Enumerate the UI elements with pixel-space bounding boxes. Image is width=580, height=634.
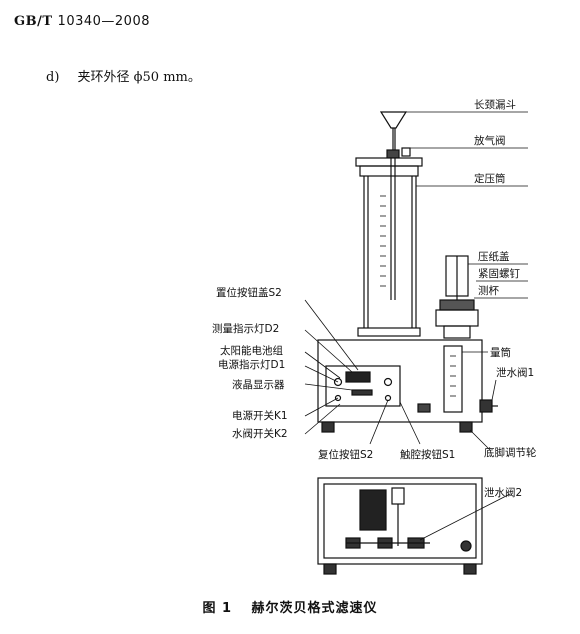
- label-water-switch: 水阀开关K2: [232, 427, 288, 440]
- label-foot-adjuster: 底脚调节轮: [484, 446, 537, 459]
- label-vent-valve: 放气阀: [474, 134, 506, 147]
- label-reset-button: 复位按钮S2: [318, 448, 373, 461]
- lower-cabinet-drawing: [317, 477, 483, 575]
- list-item-d: d) 夹环外径 ϕ50 mm。: [46, 66, 201, 85]
- leader-lines: [304, 111, 528, 541]
- figure-title: 赫尔茨贝格式滤速仪: [251, 601, 378, 616]
- pressure-cylinder-drawing: [355, 157, 423, 337]
- list-item-label: d): [46, 70, 60, 85]
- figure-caption: 图 1 赫尔茨贝格式滤速仪: [0, 597, 580, 616]
- label-measure-lamp: 测量指示灯D2: [212, 322, 279, 335]
- standard-code: GB/T: [14, 14, 53, 29]
- test-cup-drawing: [435, 255, 479, 339]
- label-touch-button: 触腔按钮S1: [400, 448, 455, 461]
- label-lcd: 液晶显示器: [232, 378, 285, 391]
- standard-header: GB/T 10340—2008: [14, 14, 150, 29]
- figure-number: 图 1: [202, 601, 233, 616]
- label-paper-cover: 压纸盖: [478, 250, 510, 263]
- label-drain-valve-1: 泄水阀1: [496, 366, 534, 379]
- standard-number: 10340—2008: [57, 14, 150, 29]
- base-housing-drawing: [317, 339, 498, 433]
- label-funnel: 长颈漏斗: [474, 99, 516, 111]
- label-pressure-cylinder: 定压筒: [474, 172, 506, 185]
- label-clamp-screw: 紧固螺钉: [478, 268, 520, 280]
- label-solar-battery: 太阳能电池组: [220, 344, 283, 357]
- label-test-cup: 测杯: [478, 284, 499, 297]
- list-item-text: 夹环外径 ϕ50 mm。: [77, 70, 201, 85]
- label-power-switch: 电源开关K1: [232, 409, 288, 422]
- label-drain-valve-2: 泄水阀2: [484, 486, 522, 499]
- label-measuring-cylinder: 量筒: [490, 346, 511, 359]
- label-reset-cover: 置位按钮盖S2: [216, 286, 282, 299]
- label-power-lamp: 电源指示灯D1: [218, 358, 285, 371]
- funnel-drawing: [379, 111, 411, 159]
